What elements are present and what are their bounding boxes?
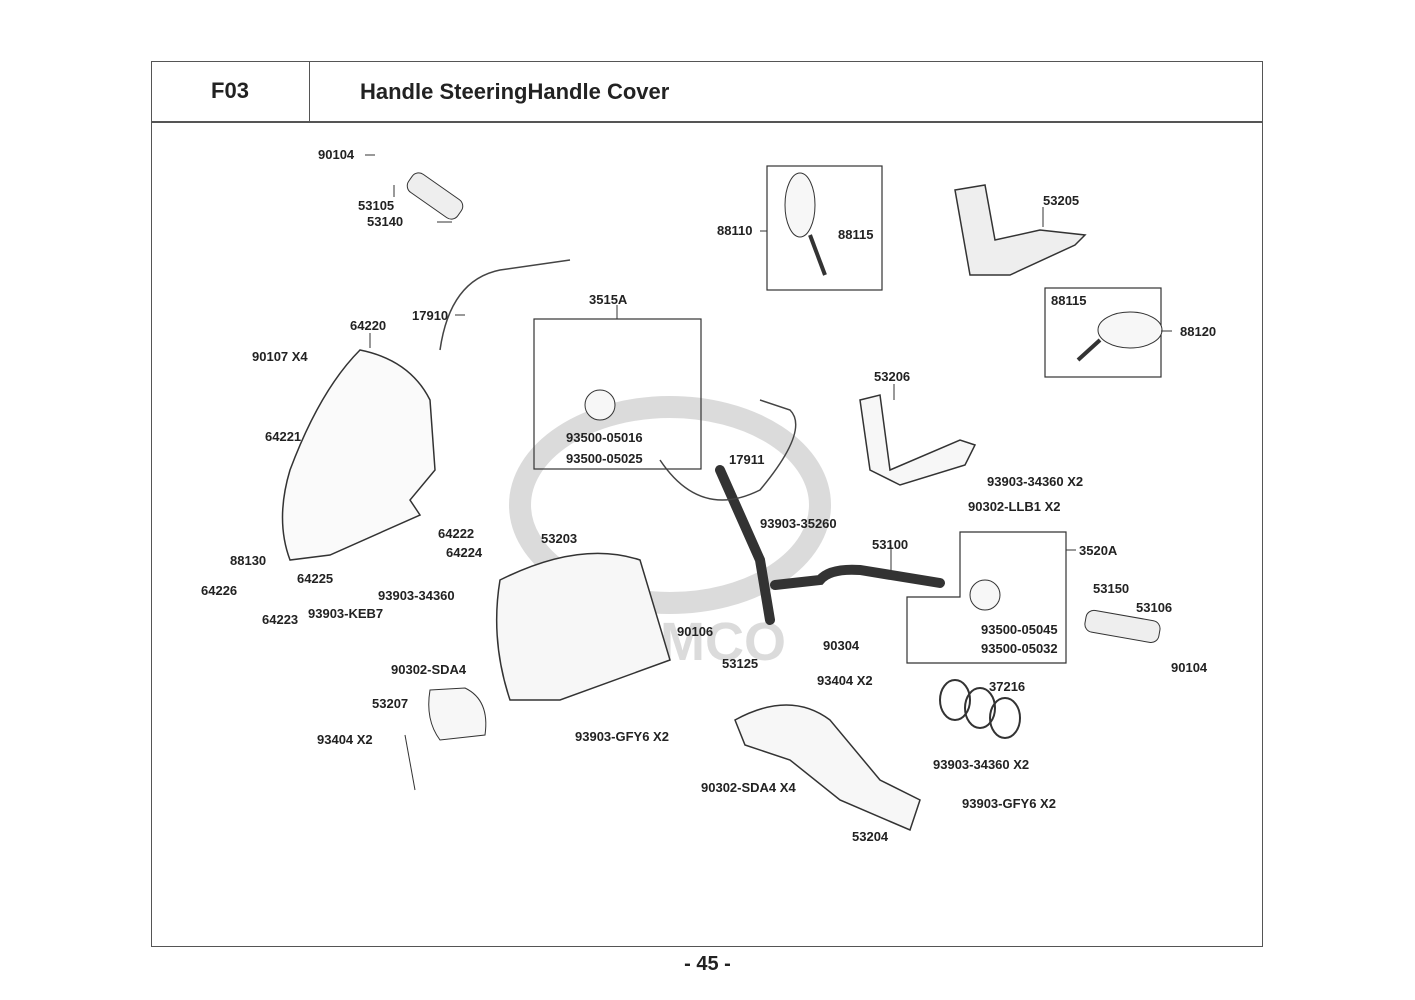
- left-grip-part: [406, 172, 464, 220]
- part-label: 53207: [372, 696, 409, 711]
- part-label: 53204: [852, 829, 889, 844]
- group-box-88110: [766, 165, 883, 291]
- part-label: 90104: [1171, 660, 1208, 675]
- part-label: 93903-34360 X2: [933, 757, 1030, 772]
- inner-cover-part: [859, 394, 977, 486]
- left-mirror-part: [784, 172, 816, 238]
- rear-cover-part: [734, 704, 921, 832]
- page-title: Handle SteeringHandle Cover: [360, 78, 670, 104]
- page-number: - 45 -: [684, 953, 731, 975]
- part-label: 93500-05016: [566, 430, 643, 445]
- part-label: 93903-34360 X2: [987, 474, 1084, 489]
- part-label: 64223: [262, 612, 299, 627]
- part-label: 93903-GFY6 X2: [575, 729, 669, 744]
- right-switch-part: [969, 579, 1001, 611]
- part-label: 88130: [230, 553, 267, 568]
- top-cover-part: [954, 184, 1087, 276]
- part-label: 53205: [1043, 193, 1080, 208]
- leader-lines: [365, 154, 1172, 575]
- group-label: 3520A: [1079, 543, 1118, 558]
- part-label: 64225: [297, 571, 334, 586]
- lid-part: [428, 687, 487, 741]
- part-label: 53206: [874, 369, 911, 384]
- part-label: 53125: [722, 656, 759, 671]
- part-label: 64220: [350, 318, 387, 333]
- part-label: 17911: [729, 452, 765, 467]
- part-label: 93903-34360: [378, 588, 455, 603]
- meter-gasket-part: [939, 679, 1021, 739]
- windscreen-part: [281, 349, 436, 561]
- part-label: 53105: [358, 198, 395, 213]
- part-label: 93903-35260: [760, 516, 837, 531]
- group-label: 88120: [1180, 324, 1217, 339]
- part-label: 17910: [412, 308, 449, 323]
- left-switch-part: [584, 389, 616, 421]
- part-label: 93404 X2: [817, 673, 873, 688]
- header-divider: [151, 121, 1263, 123]
- right-grip-part: [1084, 609, 1161, 644]
- part-label: 37216: [989, 679, 1026, 694]
- right-mirror-part: [1097, 311, 1163, 349]
- throttle-cable-part: [439, 259, 571, 351]
- group-box-3520A: [906, 531, 1067, 664]
- part-label: 64221: [265, 429, 302, 444]
- part-label: 93500-05045: [981, 622, 1058, 637]
- part-label: 88115: [838, 227, 874, 242]
- part-label: 64222: [438, 526, 475, 541]
- brake-cable-part: [659, 399, 797, 501]
- part-label: 53106: [1136, 600, 1173, 615]
- part-label: 90302-SDA4 X4: [701, 780, 796, 795]
- part-label: 64224: [446, 545, 483, 560]
- diagram-frame: [151, 61, 1263, 947]
- group-label: 3515A: [589, 292, 628, 307]
- part-label: 90107 X4: [252, 349, 308, 364]
- part-label: 64226: [201, 583, 238, 598]
- part-label: 53203: [541, 531, 578, 546]
- front-cover-part: [495, 552, 671, 701]
- part-label: 90104: [318, 147, 355, 162]
- part-label: 93404 X2: [317, 732, 373, 747]
- part-label: 53150: [1093, 581, 1130, 596]
- part-label: 93500-05025: [566, 451, 643, 466]
- part-label: 90302-LLB1 X2: [968, 499, 1061, 514]
- group-label: 88110: [717, 223, 753, 238]
- part-label: 90304: [823, 638, 860, 653]
- part-label: 88115: [1051, 293, 1087, 308]
- part-label: 53140: [367, 214, 404, 229]
- part-label: 90302-SDA4: [391, 662, 467, 677]
- part-label: 93500-05032: [981, 641, 1058, 656]
- part-label: 53100: [872, 537, 909, 552]
- handlebar-part: [715, 465, 945, 625]
- part-label: 90106: [677, 624, 714, 639]
- part-label: 93903-GFY6 X2: [962, 796, 1056, 811]
- part-label: 93903-KEB7: [308, 606, 384, 621]
